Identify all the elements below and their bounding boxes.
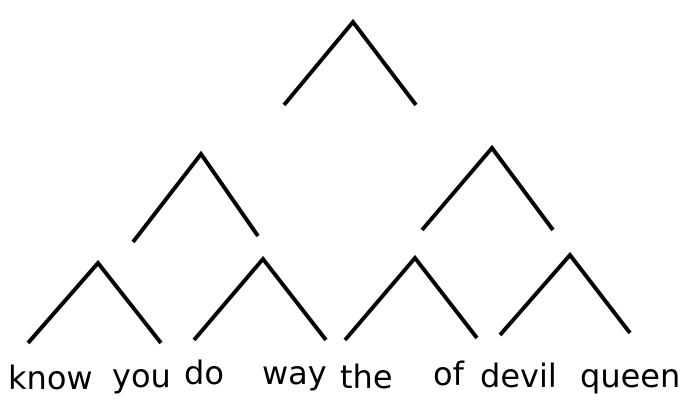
- root-node-branch: [282, 18, 418, 107]
- leaf-word-6: of: [433, 355, 465, 393]
- leaf-pair-4-branch: [498, 251, 632, 337]
- leaf-word-1: know: [8, 359, 93, 397]
- leaf-word-3: do: [184, 354, 224, 392]
- leaf-word-7: devil: [480, 357, 557, 395]
- leaf-word-4: way: [262, 354, 327, 392]
- leaf-word-8: queen: [580, 357, 680, 395]
- leaf-word-2: you: [112, 357, 171, 395]
- leaf-pair-1-branch: [26, 259, 163, 345]
- leaf-word-5: the: [340, 358, 393, 396]
- leaf-pair-2-branch: [192, 255, 328, 342]
- leaf-pair-3-branch: [343, 254, 479, 342]
- left-internal-node-branch: [131, 150, 260, 244]
- right-internal-node-branch: [420, 144, 555, 232]
